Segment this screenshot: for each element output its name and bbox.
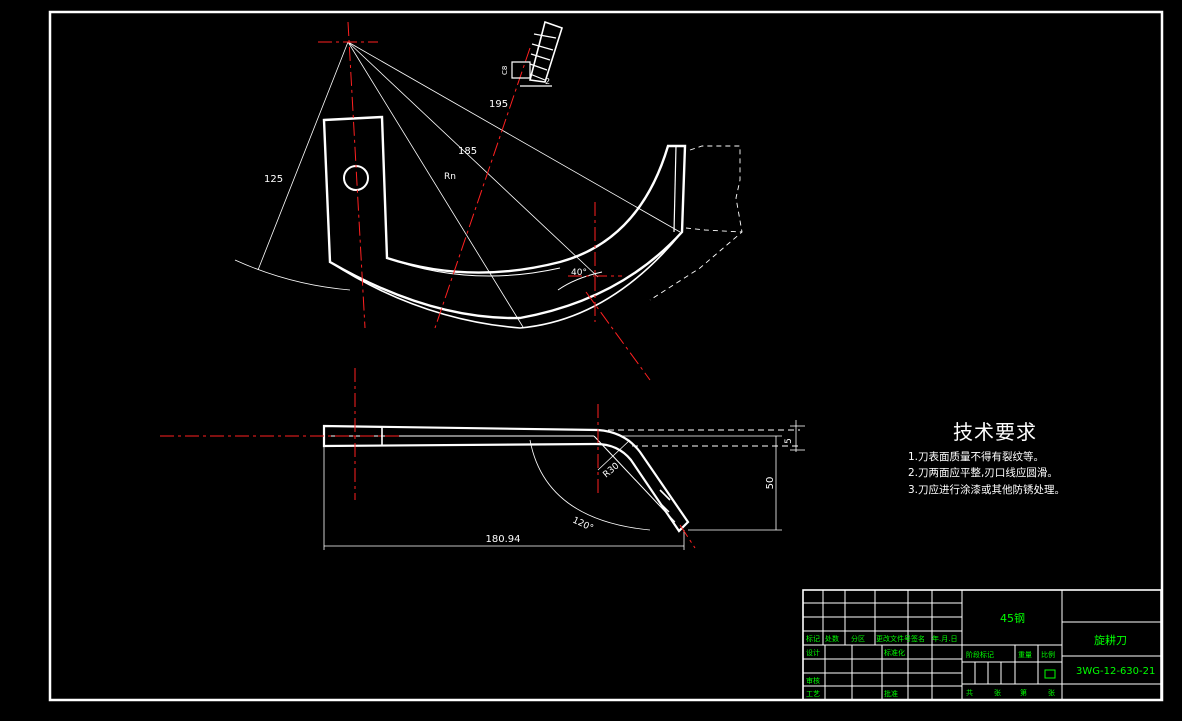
tb-total: 共 xyxy=(966,688,973,697)
tb-weight: 重量 xyxy=(1018,651,1032,659)
requirement-item-3: 3.刀应进行涂漆或其他防锈处理。 xyxy=(908,484,1066,496)
tb-check: 审核 xyxy=(806,676,820,685)
top-view-centerlines xyxy=(160,368,696,549)
tb-stage-mark: 阶段标记 xyxy=(966,650,994,659)
dim-5: 5 xyxy=(784,438,794,444)
tb-drawing-no: 3WG-12-630-21 xyxy=(1076,666,1155,677)
tb-part-name: 旋耕刀 xyxy=(1094,633,1127,647)
title-block-text: 标记 处数 分区 更改文件号 签名 年.月.日 设计 标准化 审核 工艺 批准 … xyxy=(806,612,1155,698)
tb-of: 第 xyxy=(1020,688,1027,697)
tb-date: 年.月.日 xyxy=(932,634,957,643)
tb-sheet2: 张 xyxy=(1048,688,1055,697)
drawing-border xyxy=(48,10,1164,702)
dim-rn: Rn xyxy=(444,172,456,182)
requirements-title: 技术要求 xyxy=(953,420,1037,444)
dim-185: 185 xyxy=(458,146,477,157)
tb-standardize: 标准化 xyxy=(884,648,905,657)
dim-125: 125 xyxy=(264,174,283,185)
tb-sign: 签名 xyxy=(911,634,925,643)
tb-change-doc: 更改文件号 xyxy=(876,634,911,643)
dim-180-94: 180.94 xyxy=(486,534,521,545)
dim-40deg: 40° xyxy=(571,268,587,278)
front-view-centerlines xyxy=(318,21,651,381)
title-block xyxy=(802,589,1162,701)
dim-195: 195 xyxy=(489,99,508,110)
tb-design: 设计 xyxy=(806,648,820,657)
requirement-item-1: 1.刀表面质量不得有裂纹等。 xyxy=(908,451,1045,463)
tb-approve: 批准 xyxy=(884,689,898,698)
tb-scale: 比例 xyxy=(1041,650,1055,659)
tb-sheet: 张 xyxy=(994,688,1001,697)
tb-mark: 标记 xyxy=(806,634,820,643)
blade-front-view xyxy=(234,41,743,329)
requirement-item-2: 2.刀两面应平整,刃口线应圆滑。 xyxy=(908,467,1058,479)
tb-zone: 分区 xyxy=(851,634,865,643)
tb-count: 处数 xyxy=(825,634,839,643)
tb-material: 45钢 xyxy=(1000,612,1025,625)
tb-process: 工艺 xyxy=(806,690,820,698)
section-detail xyxy=(511,20,563,87)
dim-50: 50 xyxy=(765,477,776,490)
dim-2: 2 xyxy=(545,77,550,86)
dim-c8: C8 xyxy=(501,66,509,75)
